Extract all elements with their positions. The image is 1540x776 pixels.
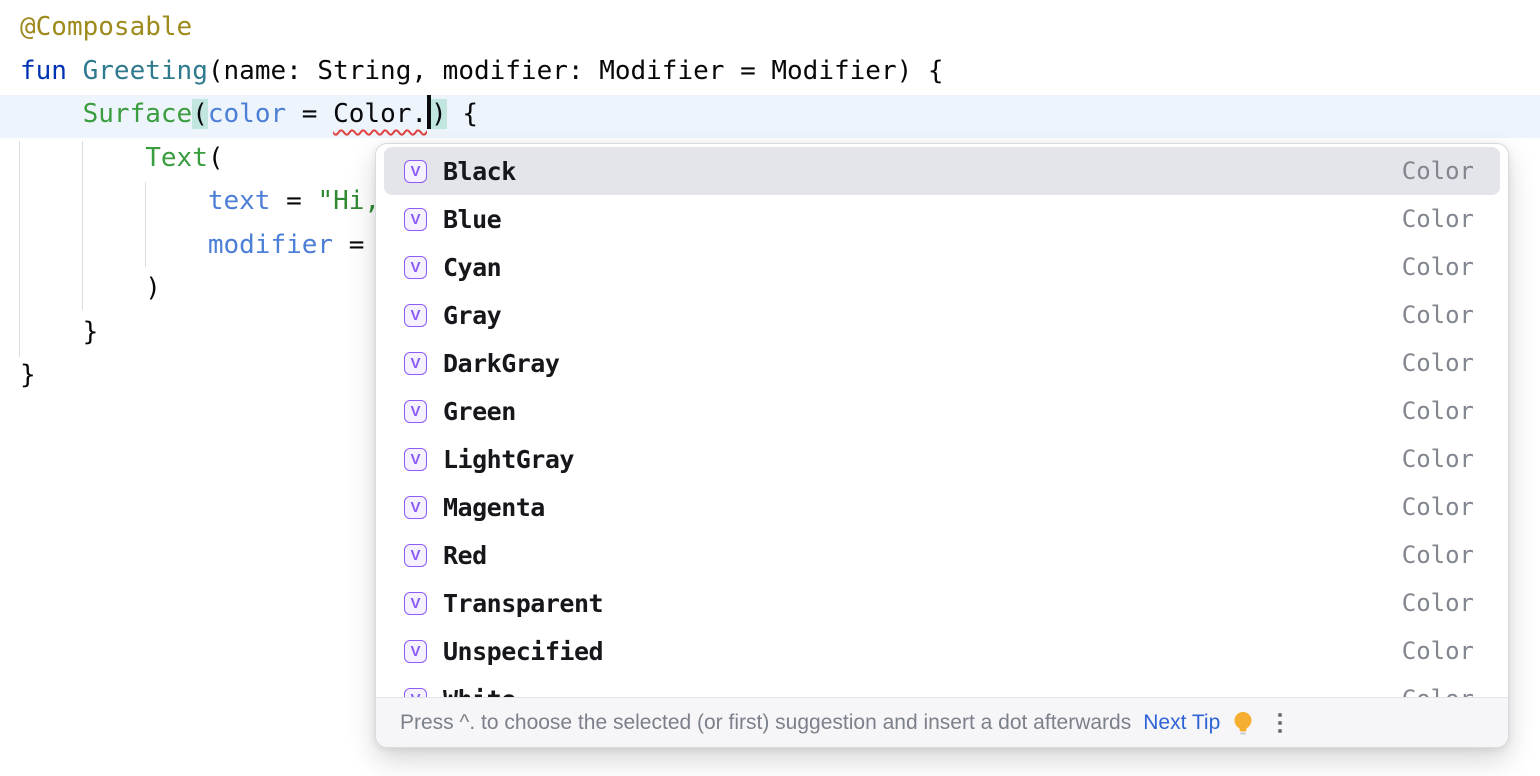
completion-item[interactable]: V DarkGray Color: [384, 339, 1500, 387]
code-line: @Composable: [20, 6, 944, 50]
completion-item[interactable]: V Unspecified Color: [384, 627, 1500, 675]
value-icon: V: [404, 399, 427, 423]
code-token: ): [431, 99, 447, 129]
completion-item-name: White: [443, 685, 516, 698]
value-icon: V: [404, 159, 427, 183]
completion-item-type: Color: [1402, 685, 1474, 697]
code-token: @Composable: [20, 12, 193, 42]
indent-guide: [145, 182, 146, 267]
text-caret: [427, 94, 432, 129]
code-token: [20, 143, 145, 173]
completion-item[interactable]: V Gray Color: [384, 291, 1500, 339]
completion-item-name: Red: [443, 540, 487, 570]
hint-text: Press ^. to choose the selected (or firs…: [400, 710, 1132, 734]
code-lines: @Composable fun Greeting(name: String, mo…: [20, 6, 944, 398]
completion-item-type: Color: [1401, 205, 1474, 233]
completion-item[interactable]: V Magenta Color: [384, 483, 1500, 531]
value-icon: V: [404, 351, 427, 375]
completion-item[interactable]: V White Color: [384, 675, 1500, 697]
value-icon: V: [404, 303, 427, 327]
next-tip-link[interactable]: Next Tip: [1143, 710, 1221, 734]
code-token: [20, 230, 208, 260]
code-token: fun: [20, 55, 67, 86]
code-line: fun Greeting(name: String, modifier: Mod…: [20, 50, 944, 94]
completion-item-type: Color: [1401, 253, 1474, 281]
completion-item[interactable]: V Green Color: [384, 387, 1500, 435]
completion-item-type: Color: [1401, 349, 1474, 377]
completion-item-name: Green: [443, 396, 516, 426]
completion-item-name: Unspecified: [443, 636, 604, 666]
completion-item-type: Color: [1401, 397, 1474, 425]
code-line: }: [20, 354, 944, 398]
code-token: modifier: [207, 229, 334, 260]
code-line: modifier =: [20, 224, 944, 268]
completion-item[interactable]: V Transparent Color: [384, 579, 1500, 627]
code-token: [20, 99, 83, 129]
code-token: (name: String, modifier: Modifier = Modi…: [207, 55, 944, 86]
code-token: color: [207, 99, 287, 129]
completion-item-name: Cyan: [443, 252, 502, 282]
completion-item-name: LightGray: [443, 444, 574, 474]
code-token: (: [192, 99, 208, 129]
completion-item-type: Color: [1401, 541, 1474, 569]
code-token: }: [20, 360, 36, 390]
value-icon: V: [404, 447, 427, 471]
code-token: text: [207, 186, 271, 216]
code-token: Greeting: [82, 55, 208, 86]
completion-item-type: Color: [1401, 493, 1474, 521]
completion-item-name: Blue: [443, 204, 502, 234]
code-token: (: [207, 142, 224, 173]
completion-item-type: Color: [1401, 301, 1474, 329]
code-token: Surface: [82, 99, 193, 129]
completion-hint-bar: Press ^. to choose the selected (or firs…: [376, 697, 1508, 747]
completion-item-name: DarkGray: [443, 348, 560, 378]
completion-item-type: Color: [1401, 157, 1474, 185]
lightbulb-icon: [1230, 710, 1256, 736]
code-token: Text: [145, 142, 208, 173]
completion-item-name: Magenta: [443, 492, 545, 522]
code-token: =: [286, 99, 334, 129]
value-icon: V: [404, 687, 427, 697]
code-token: "Hi,: [317, 186, 381, 216]
value-icon: V: [404, 207, 427, 231]
code-line: ): [20, 267, 944, 311]
kebab-menu-icon[interactable]: [1272, 709, 1288, 737]
code-token: }: [20, 316, 99, 347]
code-token: =: [333, 229, 381, 260]
value-icon: V: [404, 255, 427, 279]
current-line-highlight: [0, 95, 1540, 138]
completion-item[interactable]: V Black Color: [384, 147, 1500, 195]
code-line: Text(: [20, 137, 944, 181]
completion-item-type: Color: [1401, 589, 1474, 617]
code-token: [20, 186, 208, 216]
completion-item-name: Gray: [443, 300, 502, 330]
indent-guide: [82, 141, 83, 310]
completion-item[interactable]: V LightGray Color: [384, 435, 1500, 483]
completion-item-name: Transparent: [443, 588, 604, 618]
completion-item[interactable]: V Red Color: [384, 531, 1500, 579]
value-icon: V: [404, 639, 427, 663]
code-line: Surface(color = Color.) {: [20, 93, 944, 137]
value-icon: V: [404, 591, 427, 615]
code-token: {: [446, 99, 478, 129]
code-token: =: [270, 186, 318, 216]
value-icon: V: [404, 495, 427, 519]
code-line: text = "Hi,: [20, 180, 944, 224]
code-token: ): [20, 273, 161, 303]
code-token: Color.: [333, 99, 428, 129]
indent-guide: [19, 141, 20, 357]
completion-item-type: Color: [1401, 637, 1474, 665]
completion-item-name: Black: [443, 156, 516, 186]
code-line: }: [20, 311, 944, 355]
completion-item[interactable]: V Cyan Color: [384, 243, 1500, 291]
completion-item-type: Color: [1401, 445, 1474, 473]
value-icon: V: [404, 543, 427, 567]
code-token: [67, 56, 83, 86]
completion-item[interactable]: V Blue Color: [384, 195, 1500, 243]
